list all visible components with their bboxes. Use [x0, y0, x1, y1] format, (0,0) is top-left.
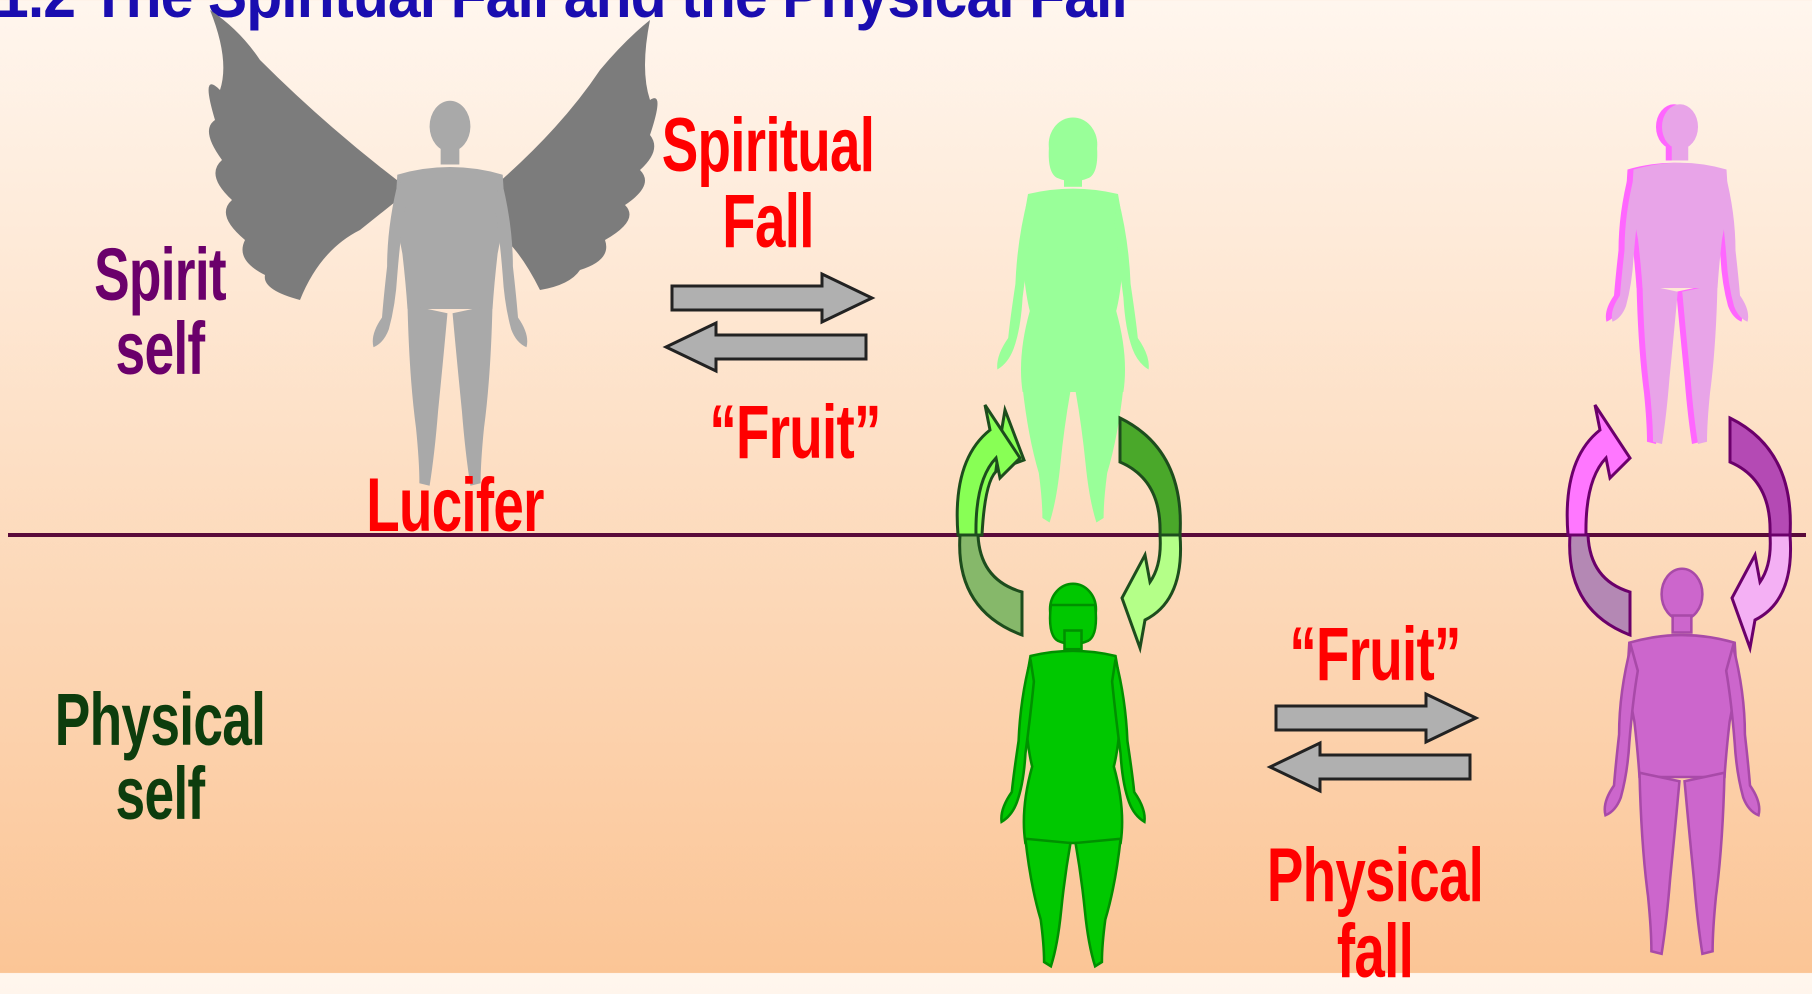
spiritual-fall-line2: Fall [653, 184, 883, 260]
cycle-arrow-down-tip [1122, 535, 1181, 648]
arrow-to-lucifer [666, 323, 866, 371]
fall-diagram [0, 0, 1812, 973]
cycle-arrow-left-up [1570, 535, 1630, 635]
physical-fall-label: Physical fall [1253, 838, 1498, 990]
physical-self-line2: self [52, 757, 268, 831]
lucifer-figure [209, 10, 658, 486]
physical-self-line1: Physical [52, 683, 268, 757]
cycle-arrow-right-down [1120, 418, 1180, 535]
spirit-self-line1: Spirit [66, 238, 253, 312]
spiritual-fall-line1: Spiritual [653, 108, 883, 184]
cycle-arrow-left-up [960, 535, 1022, 635]
spiritual-fall-label: Spiritual Fall [653, 108, 883, 260]
arrow-to-eve [672, 274, 872, 322]
eve-physical-figure [1001, 584, 1144, 967]
adam-spirit-figure [1606, 104, 1748, 444]
lucifer-right-wing [490, 20, 658, 290]
fruit-bottom-label: “Fruit” [1278, 617, 1472, 693]
arrow-to-eve [1270, 743, 1470, 791]
cycle-arrow-up [1567, 405, 1630, 535]
physical-self-label: Physical self [52, 683, 268, 831]
physical-fall-line1: Physical [1253, 838, 1498, 914]
spiritual-exchange-arrows [666, 274, 872, 371]
physical-exchange-arrows [1270, 694, 1476, 791]
spirit-self-line2: self [66, 312, 253, 386]
arrow-to-adam [1276, 694, 1476, 742]
fruit-top-label: “Fruit” [698, 395, 892, 471]
spirit-self-label: Spirit self [66, 238, 253, 386]
cycle-arrow-right-down [1730, 418, 1790, 535]
lucifer-label: Lucifer [358, 468, 552, 544]
physical-fall-line2: fall [1253, 914, 1498, 990]
cycle-arrow-down-tip [1732, 535, 1791, 648]
